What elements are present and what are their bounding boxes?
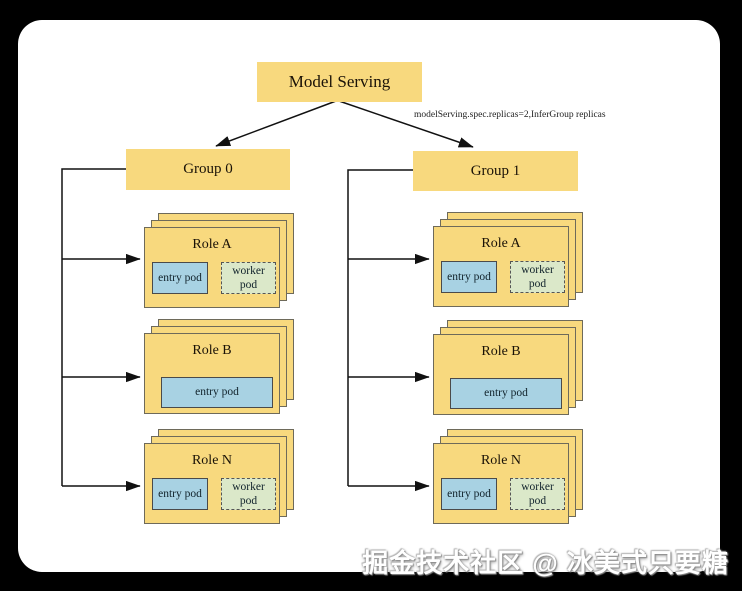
- entry-pod: entry pod: [450, 378, 562, 409]
- role-b-label: Role B: [192, 343, 232, 358]
- group-1-role-b-card: Role B entry pod: [433, 320, 583, 415]
- group-0-role-a-card: Role A entry pod worker pod: [144, 213, 294, 308]
- worker-pod: worker pod: [510, 478, 565, 510]
- group-0-label: Group 0: [183, 161, 233, 177]
- entry-pod: entry pod: [152, 478, 208, 510]
- worker-pod: worker pod: [510, 261, 565, 293]
- group-0-role-n-card: Role N entry pod worker pod: [144, 429, 294, 524]
- group-0-node: Group 0: [126, 149, 290, 190]
- role-face: Role A entry pod worker pod: [144, 227, 280, 308]
- entry-pod: entry pod: [441, 261, 497, 293]
- role-face: Role B entry pod: [144, 333, 280, 414]
- replicas-annotation: modelServing.spec.replicas=2,InferGroup …: [414, 110, 606, 120]
- model-serving-label: Model Serving: [288, 72, 391, 91]
- model-serving-node: Model Serving: [257, 62, 422, 102]
- diagram-canvas: [18, 20, 720, 572]
- role-face: Role B entry pod: [433, 334, 569, 415]
- watermark-text: 掘金技术社区 @ 冰美式只要糖: [362, 548, 729, 578]
- worker-pod: worker pod: [221, 262, 276, 294]
- role-face: Role N entry pod worker pod: [433, 443, 569, 524]
- entry-pod: entry pod: [441, 478, 497, 510]
- role-n-label: Role N: [191, 453, 233, 468]
- role-a-label: Role A: [481, 236, 521, 251]
- role-b-label: Role B: [481, 344, 521, 359]
- group-0-role-b-card: Role B entry pod: [144, 319, 294, 414]
- group-1-role-a-card: Role A entry pod worker pod: [433, 212, 583, 307]
- entry-pod: entry pod: [152, 262, 208, 294]
- role-face: Role N entry pod worker pod: [144, 443, 280, 524]
- role-a-label: Role A: [192, 237, 232, 252]
- worker-pod: worker pod: [221, 478, 276, 510]
- role-n-label: Role N: [480, 453, 522, 468]
- group-1-role-n-card: Role N entry pod worker pod: [433, 429, 583, 524]
- group-1-label: Group 1: [470, 162, 521, 179]
- group-1-node: Group 1: [413, 151, 578, 191]
- entry-pod: entry pod: [161, 377, 273, 408]
- role-face: Role A entry pod worker pod: [433, 226, 569, 307]
